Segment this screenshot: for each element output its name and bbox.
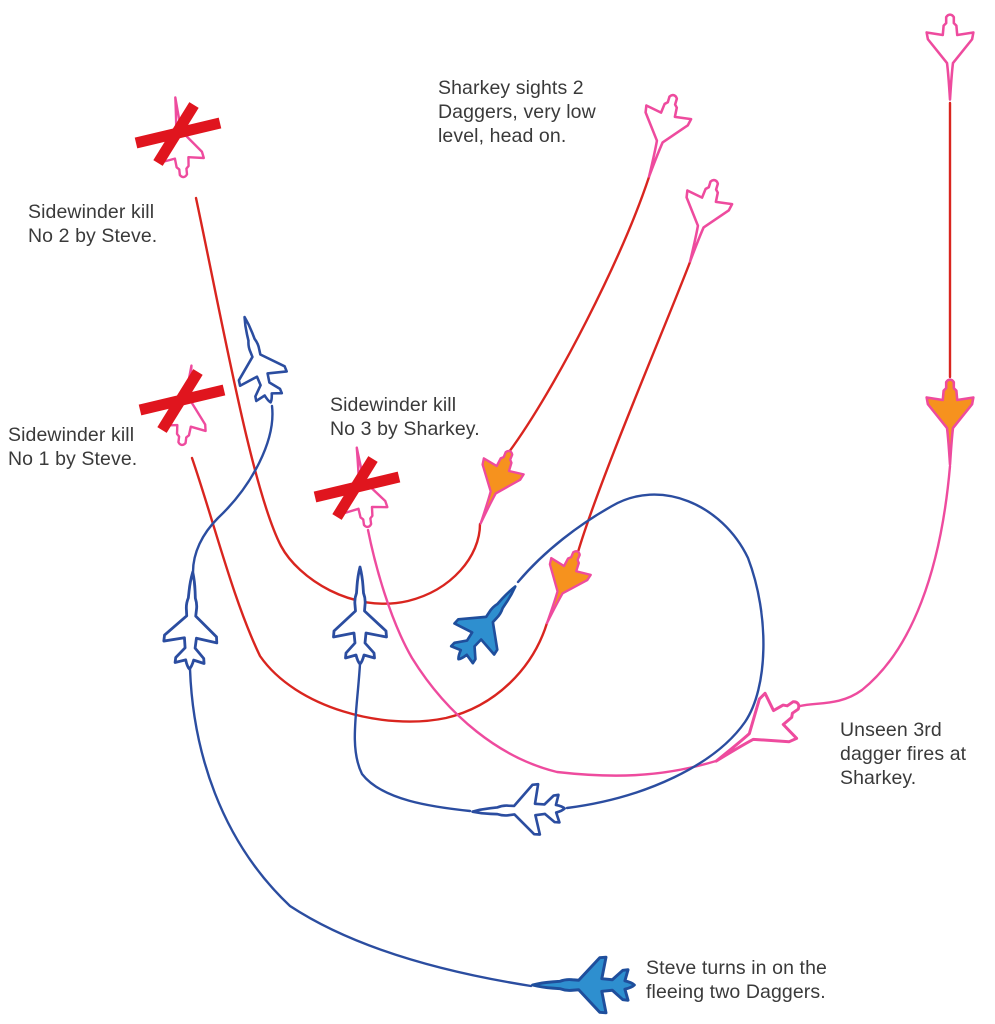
harrier-climbing-harrier-icon (219, 308, 296, 411)
harrier-sweep-path (188, 667, 533, 988)
annotation-line: Sidewinder kill (8, 424, 135, 446)
annotation-line: fleeing two Daggers. (646, 981, 826, 1003)
annotation-line: Sharkey. (840, 767, 917, 789)
annotation-line: No 3 by Sharkey. (330, 418, 480, 440)
dagger3-attack-path (366, 528, 718, 777)
harrier-loop-path (516, 493, 765, 810)
annotation-line: level, head on. (438, 125, 567, 147)
dagger-3-start-dagger-icon (925, 13, 975, 101)
aircraft-layer (152, 13, 975, 1015)
harrier-climb-path (191, 404, 274, 574)
harrier-left-harrier-icon (161, 569, 221, 672)
annotation-line: No 2 by Steve. (28, 225, 158, 247)
flight-paths-layer (188, 101, 952, 988)
annotation-line: Sharkey sights 2 (438, 77, 584, 99)
annotation-line: Sidewinder kill (330, 394, 457, 416)
annotation-line: Steve turns in on the (646, 957, 827, 979)
dagger1-turn-path (194, 196, 482, 605)
harrier-center-harrier-icon (332, 565, 388, 666)
dagger-3-diving-dagger-icon (925, 378, 975, 466)
annotation-line: Unseen 3rd (840, 719, 942, 741)
dagger-2-start-dagger-icon (666, 172, 739, 270)
dagger2-turn-path (190, 456, 549, 723)
annotation-line: dagger fires at (840, 743, 967, 765)
dagger-1-start-dagger-icon (625, 87, 698, 185)
dagger-2-turning-dagger-icon (526, 541, 599, 633)
harrier-low-harrier-icon (470, 781, 567, 839)
harrier-trail-path (353, 662, 472, 813)
dagger-1-turning-dagger-icon (459, 441, 531, 533)
harrier-sharkey-firing-harrier-icon (437, 569, 537, 677)
annotation-line: Daggers, very low (438, 101, 596, 123)
harrier-steve-turning-harrier-icon (531, 955, 636, 1015)
dagger1-approach-path (507, 175, 651, 454)
annotation-line: No 1 by Steve. (8, 448, 138, 470)
dagger3-curve-in-path (798, 464, 952, 708)
annotation-line: Sidewinder kill (28, 201, 155, 223)
